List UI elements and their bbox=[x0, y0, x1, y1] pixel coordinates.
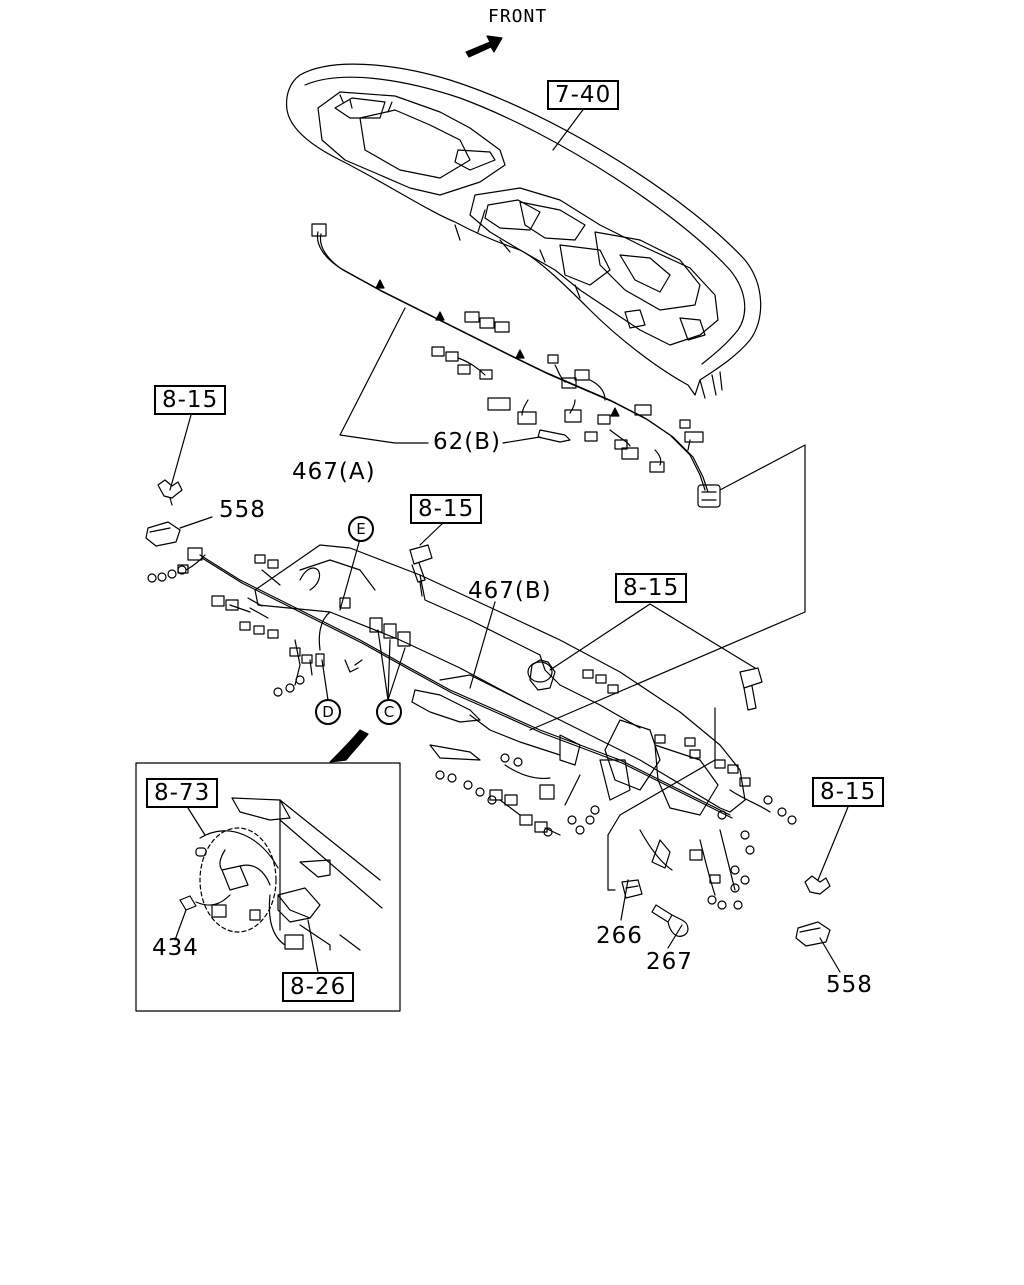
ref-8-15-right: 8-15 bbox=[812, 777, 885, 807]
dashboard-panel bbox=[287, 64, 761, 398]
leader-bracket bbox=[530, 445, 805, 730]
ref-8-26: 8-26 bbox=[282, 972, 355, 1002]
part-62b: 62(B) bbox=[433, 429, 501, 455]
clip-8-15-right bbox=[805, 876, 830, 894]
part-267: 267 bbox=[646, 949, 693, 975]
circle-e: E bbox=[348, 516, 374, 542]
inset-detail bbox=[136, 763, 400, 1011]
cross-member bbox=[255, 545, 745, 815]
leader-8-73 bbox=[188, 808, 205, 835]
part-558-left: 558 bbox=[219, 497, 266, 523]
ref-8-15-bolt: 8-15 bbox=[410, 494, 483, 524]
harness-467a bbox=[312, 224, 720, 507]
ref-8-15-left: 8-15 bbox=[154, 385, 227, 415]
front-label: FRONT bbox=[488, 6, 548, 27]
clip-8-15-left bbox=[158, 480, 182, 505]
part-558-right: 558 bbox=[826, 972, 873, 998]
part-434: 434 bbox=[152, 935, 199, 961]
harness-467b bbox=[147, 548, 797, 910]
part-266: 266 bbox=[596, 923, 643, 949]
leader-lines bbox=[170, 107, 848, 972]
inset-pointer bbox=[330, 730, 368, 762]
bolt-right bbox=[740, 668, 762, 710]
circle-d: D bbox=[315, 699, 341, 725]
circle-c: C bbox=[376, 699, 402, 725]
ref-7-40: 7-40 bbox=[547, 80, 620, 110]
leader-8-26 bbox=[308, 920, 318, 972]
ref-8-15-mid: 8-15 bbox=[615, 573, 688, 603]
bolt-8-15 bbox=[410, 545, 432, 596]
connector-558-right bbox=[796, 922, 830, 946]
connector-558-left bbox=[146, 522, 180, 546]
part-467a: 467(A) bbox=[292, 459, 376, 485]
leader-434 bbox=[175, 910, 186, 940]
clip-266 bbox=[622, 880, 642, 898]
part-467b: 467(B) bbox=[468, 578, 552, 604]
front-arrow-icon bbox=[466, 36, 502, 57]
bolt-267 bbox=[652, 905, 688, 936]
ref-8-73: 8-73 bbox=[146, 778, 219, 808]
